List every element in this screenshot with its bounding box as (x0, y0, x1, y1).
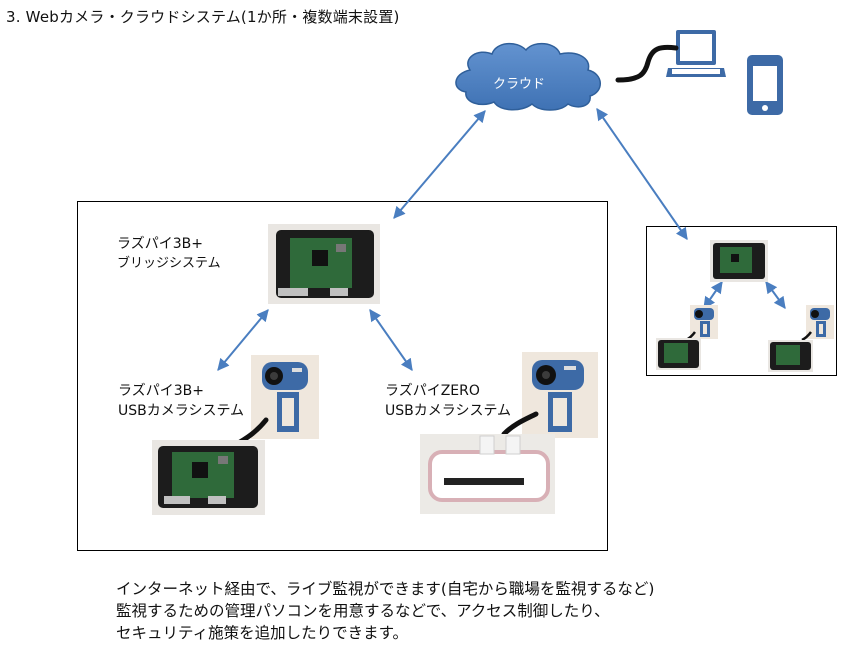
raspberry-pi-bridge-photo (268, 224, 380, 304)
page-title: 3. Webカメラ・クラウドシステム(1か所・複数端末設置) (6, 8, 400, 26)
remote-webcam-left-photo (690, 305, 718, 339)
arrow-cloud-bridge (393, 110, 486, 219)
arrow-bridge-camzero (369, 309, 413, 371)
raspberry-pi-cam3b-photo (152, 440, 265, 515)
remote-site-frame (646, 226, 837, 376)
remote-raspberry-pi-left-photo (656, 338, 701, 370)
description-line-1: インターネット経由で、ライブ監視ができます(自宅から職場を監視するなど) (116, 580, 655, 598)
remote-raspberry-pi-photo (710, 240, 768, 282)
description-line-2: 監視するための管理パソコンを用意するなどで、アクセス制御したり、 (116, 602, 610, 620)
laptop-cable (615, 44, 679, 83)
bridge-label-line1: ラズパイ3B+ (117, 236, 203, 252)
cam3b-label-line2: USBカメラシステム (118, 403, 245, 419)
description-line-3: セキュリティ施策を追加したりできます。 (116, 624, 409, 642)
remote-raspberry-pi-right-photo (768, 340, 813, 372)
camzero-label-line1: ラズパイZERO (385, 383, 480, 399)
description: インターネット経由で、ライブ監視ができます(自宅から職場を監視するなど) 監視す… (116, 578, 654, 644)
arrow-bridge-cam3b (217, 309, 269, 371)
bridge-label: ラズパイ3B+ ブリッジシステム (117, 234, 221, 274)
arrow-remote-right (765, 281, 786, 309)
webcam-zero-cable (501, 411, 539, 437)
laptop-icon (666, 30, 726, 77)
cam3b-label: ラズパイ3B+ USBカメラシステム (118, 381, 244, 421)
cloud-icon (455, 42, 601, 111)
webcam-3b-photo (251, 355, 319, 439)
smartphone-icon (747, 55, 783, 115)
raspberry-pi-zero-photo (420, 434, 555, 514)
main-site-frame (77, 201, 608, 551)
webcam-zero-photo (522, 352, 598, 438)
camzero-label: ラズパイZERO USBカメラシステム (385, 381, 511, 421)
bridge-label-line2: ブリッジシステム (117, 256, 221, 271)
arrow-remote-left (703, 281, 723, 309)
camzero-label-line2: USBカメラシステム (385, 403, 512, 419)
cloud-label: クラウド (493, 77, 546, 92)
arrow-cloud-remote (596, 108, 688, 240)
cam3b-label-line1: ラズパイ3B+ (118, 383, 204, 399)
